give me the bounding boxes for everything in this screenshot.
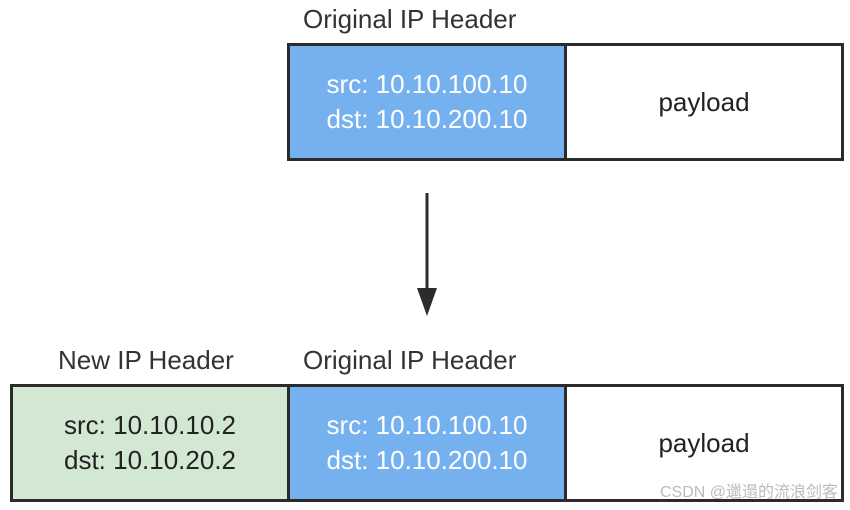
top-original-header-label: Original IP Header [303, 4, 517, 34]
top-original-src: src: 10.10.100.10 [326, 69, 528, 99]
bottom-new-header-label: New IP Header [58, 345, 234, 375]
watermark: CSDN @邋遢的流浪剑客 [659, 484, 838, 501]
top-payload-label: payload [658, 86, 750, 117]
bottom-original-header-box: src: 10.10.100.10 dst: 10.10.200.10 [287, 384, 567, 502]
top-original-dst: dst: 10.10.200.10 [326, 104, 528, 134]
top-original-header-box: src: 10.10.100.10 dst: 10.10.200.10 [287, 43, 567, 161]
bottom-original-header-label: Original IP Header [303, 345, 517, 375]
bottom-original-src: src: 10.10.100.10 [326, 410, 528, 440]
bottom-new-header-box: src: 10.10.10.2 dst: 10.10.20.2 [10, 384, 290, 502]
bottom-original-dst: dst: 10.10.200.10 [326, 445, 528, 475]
bottom-new-src: src: 10.10.10.2 [64, 410, 236, 440]
top-payload-box: payload [564, 43, 844, 161]
bottom-new-dst: dst: 10.10.20.2 [63, 445, 237, 475]
bottom-payload-box: payload [564, 384, 844, 502]
bottom-payload-label: payload [658, 427, 750, 458]
